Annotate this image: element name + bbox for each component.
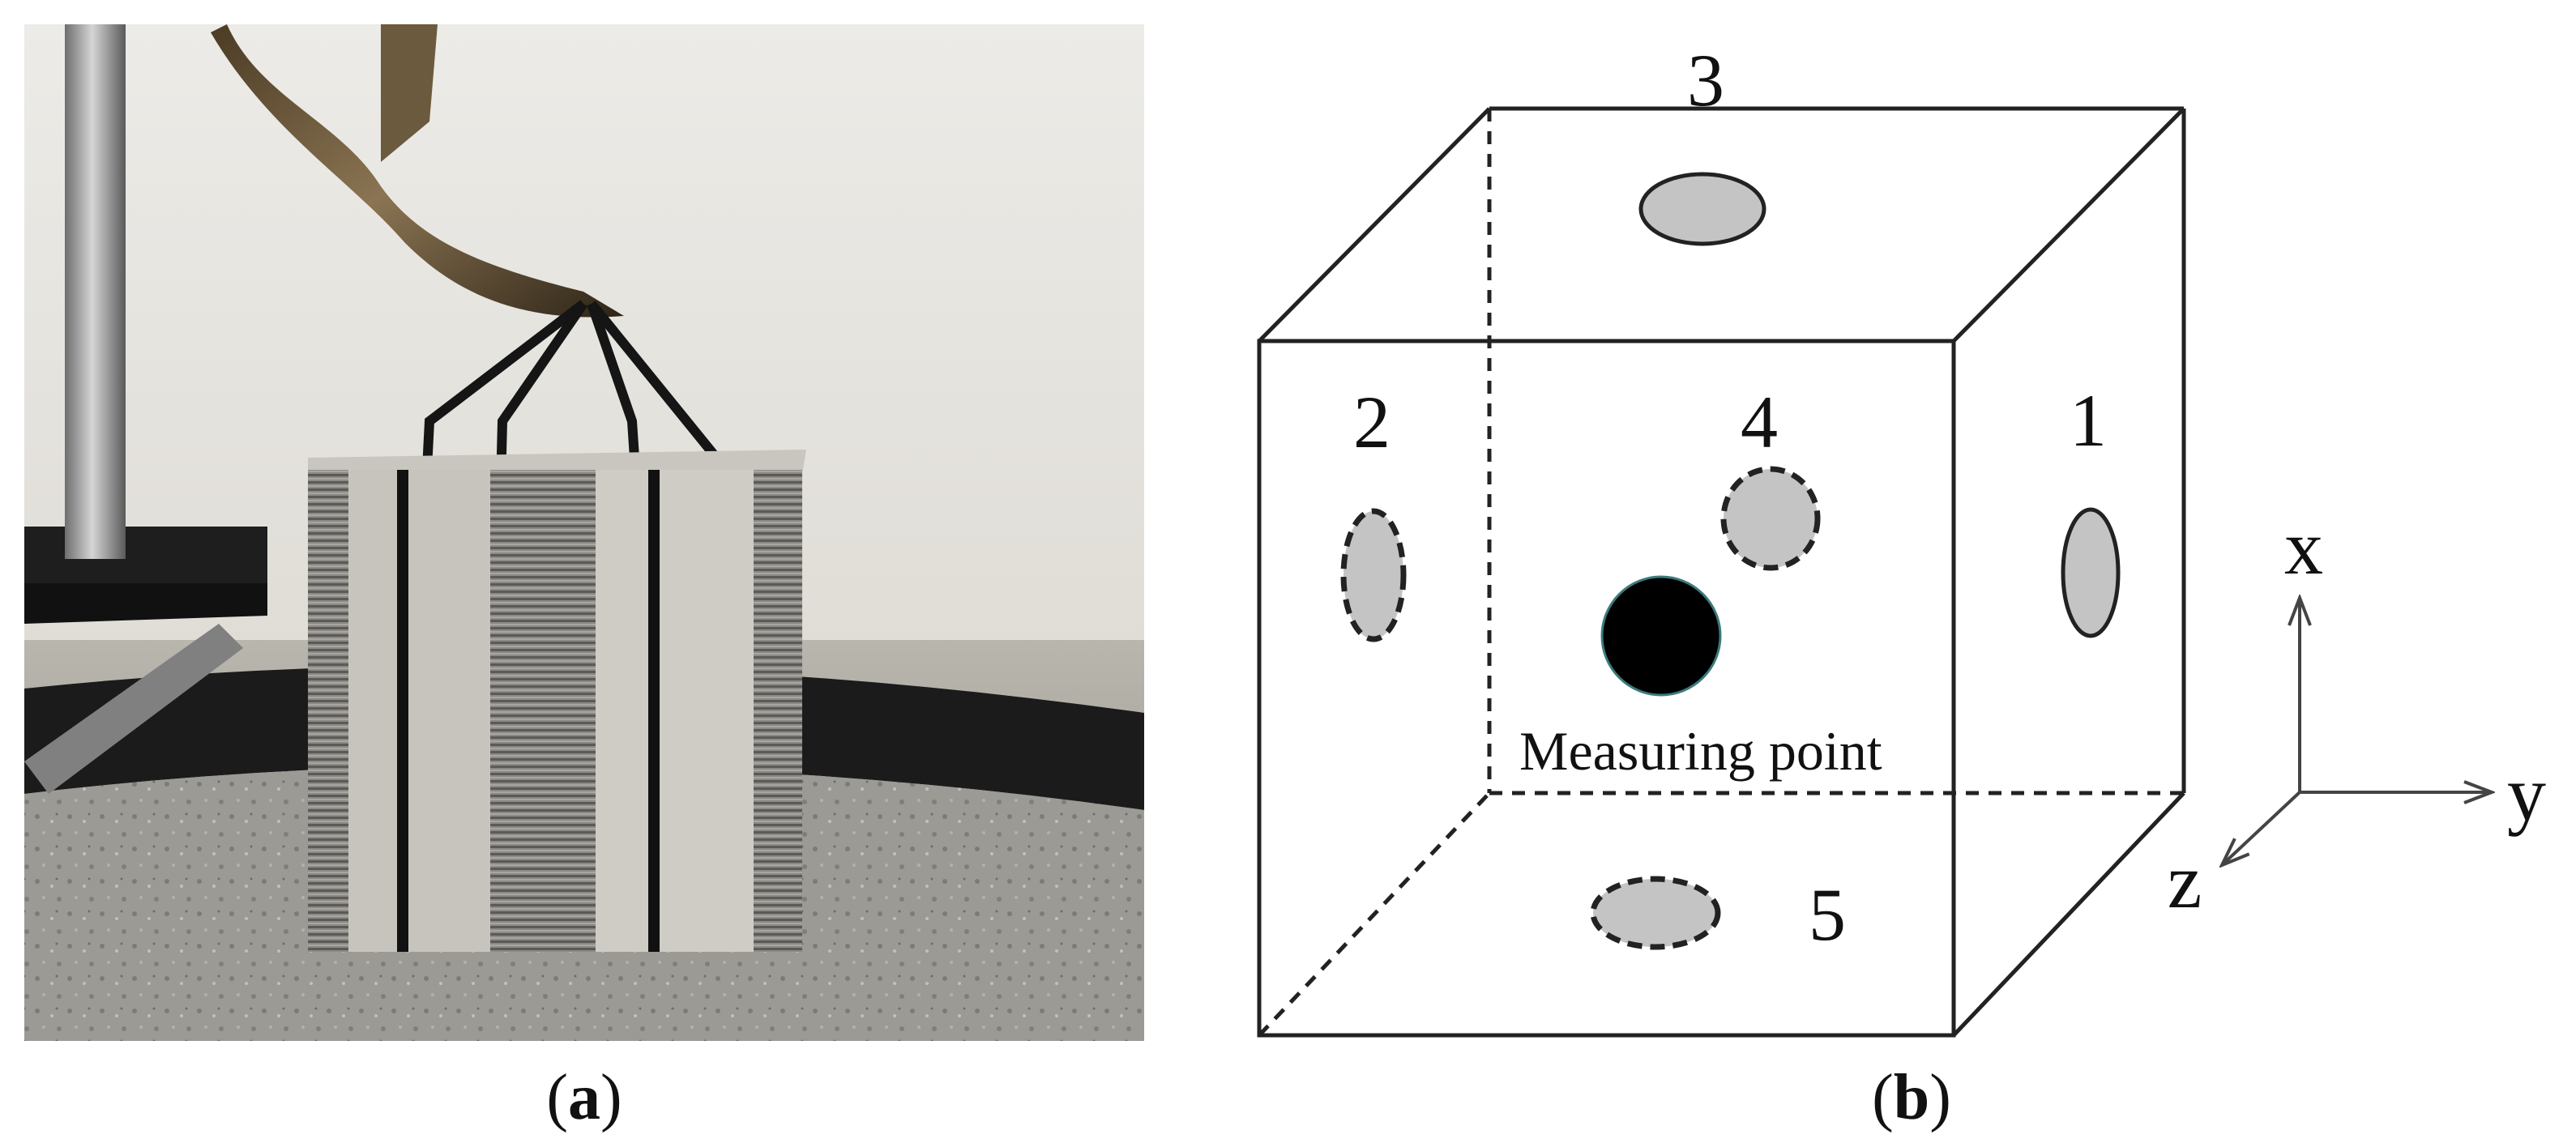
point-1-label: 1: [2070, 379, 2107, 462]
point-1-marker: [2061, 507, 2121, 638]
point-5-label: 5: [1809, 873, 1846, 956]
stand-pole: [65, 24, 126, 559]
z-axis-label: z: [2168, 838, 2202, 924]
cube-edge: [1258, 107, 1491, 343]
panel-b-diagram: [1257, 106, 2186, 1038]
stand-base: [24, 527, 267, 583]
point-2-label: 2: [1353, 381, 1391, 463]
panel-b-points: [1340, 172, 2121, 950]
cube-edge: [1952, 107, 2185, 343]
cube-edge: [1952, 791, 2185, 1037]
point-3-label: 3: [1687, 39, 1724, 122]
z-axis-arrow: [2222, 791, 2301, 865]
y-axis-label: y: [2507, 750, 2546, 837]
stacked-sheet-cube: [308, 450, 806, 952]
point-4-label: 4: [1741, 381, 1778, 463]
panel-a-photo: [24, 24, 1144, 1041]
measuring-point-label: Measuring point: [1519, 720, 1882, 782]
panel-b-label: (b): [1872, 1062, 1951, 1133]
coordinate-axes: [2222, 598, 2492, 865]
cube-hidden-edges: [1258, 109, 2184, 1037]
point-3-marker: [1638, 172, 1766, 246]
point-2-marker: [1340, 508, 1407, 642]
point-5-marker: [1590, 876, 1721, 950]
cube-front-face: [1257, 339, 1956, 1038]
panel-a-label: (a): [546, 1062, 622, 1133]
x-axis-label: x: [2284, 504, 2323, 591]
stand-rod: [24, 624, 243, 794]
point-4-marker: [1720, 466, 1821, 571]
measuring-point-marker: [1600, 575, 1722, 697]
